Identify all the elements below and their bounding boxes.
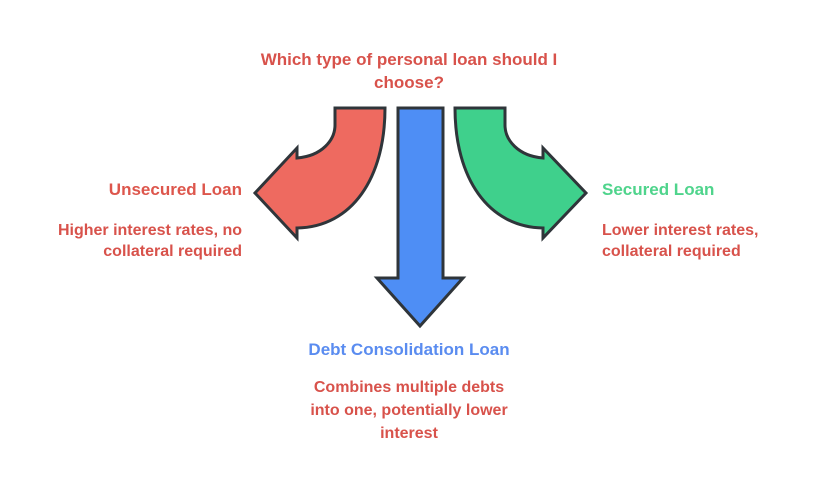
secured-loan-heading: Secured Loan: [602, 180, 715, 199]
node-secured-loan: Secured Loan Lower interest rates, colla…: [602, 180, 802, 262]
debt-desc-line-2: into one, potentially lower: [310, 402, 508, 419]
unsecured-desc-line-1: Higher interest rates, no: [57, 222, 242, 239]
debt-desc-line-1: Combines multiple debts: [313, 379, 505, 396]
curved-arrow-left-icon: [252, 106, 387, 242]
node-unsecured-loan: Unsecured Loan Higher interest rates, no…: [16, 180, 242, 262]
secured-desc-line-2: collateral required: [602, 243, 741, 260]
debt-consolidation-heading: Debt Consolidation Loan: [308, 340, 510, 359]
debt-consolidation-description: Combines multiple debts into one, potent…: [0, 376, 818, 445]
diagram-title: Which type of personal loan should I cho…: [0, 48, 818, 94]
secured-desc-line-1: Lower interest rates,: [602, 222, 759, 239]
node-debt-consolidation-loan: Debt Consolidation Loan Combines multipl…: [0, 340, 818, 445]
unsecured-desc-line-2: collateral required: [103, 243, 242, 260]
unsecured-loan-heading: Unsecured Loan: [108, 180, 242, 199]
title-line-1: Which type of personal loan should I: [260, 50, 558, 69]
curved-arrow-right-icon: [453, 106, 589, 242]
secured-loan-description: Lower interest rates, collateral require…: [602, 220, 802, 262]
unsecured-loan-description: Higher interest rates, no collateral req…: [16, 220, 242, 262]
debt-desc-line-3: interest: [380, 425, 438, 442]
title-line-2: choose?: [374, 73, 444, 92]
straight-arrow-down-icon: [373, 106, 467, 329]
